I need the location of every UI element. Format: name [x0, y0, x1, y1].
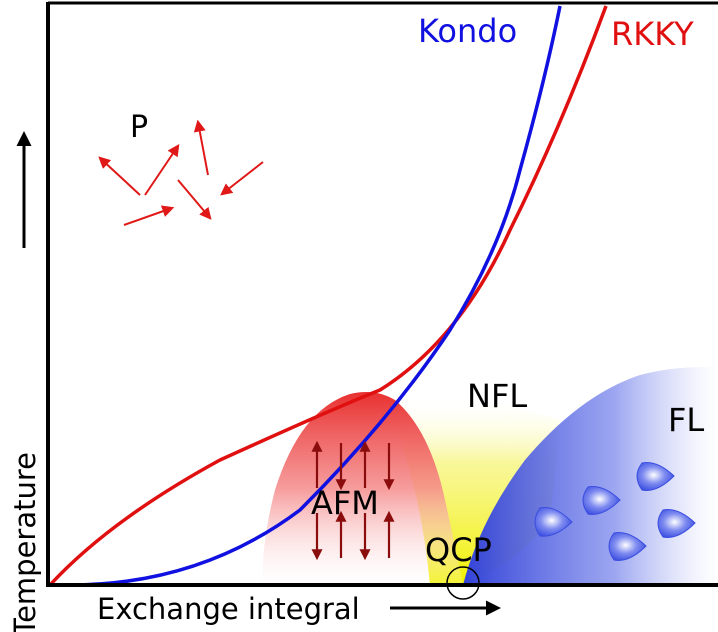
fl-label: FL	[668, 401, 704, 439]
nfl-label: NFL	[467, 377, 527, 415]
y-axis-label: Temperature	[8, 452, 42, 632]
rkky-curve	[48, 5, 608, 587]
y-axis-title: Temperature	[8, 131, 42, 632]
qcp-marker-icon	[446, 566, 480, 600]
kondo-label: Kondo	[418, 12, 517, 50]
paramagnet-arrows-icon	[98, 119, 264, 226]
afm-arrows-icon	[311, 440, 395, 561]
fl-region	[463, 367, 715, 585]
afm-label: AFM	[311, 484, 379, 522]
kondo-curve	[69, 5, 562, 587]
paramagnet-label: P	[130, 110, 148, 145]
x-axis-title: Exchange integral	[97, 592, 501, 626]
fl-droplets-icon	[534, 462, 696, 561]
afm-region	[262, 392, 463, 585]
qcp-label: QCP	[425, 531, 492, 569]
x-axis-label: Exchange integral	[97, 592, 360, 626]
rkky-label: RKKY	[611, 15, 694, 53]
